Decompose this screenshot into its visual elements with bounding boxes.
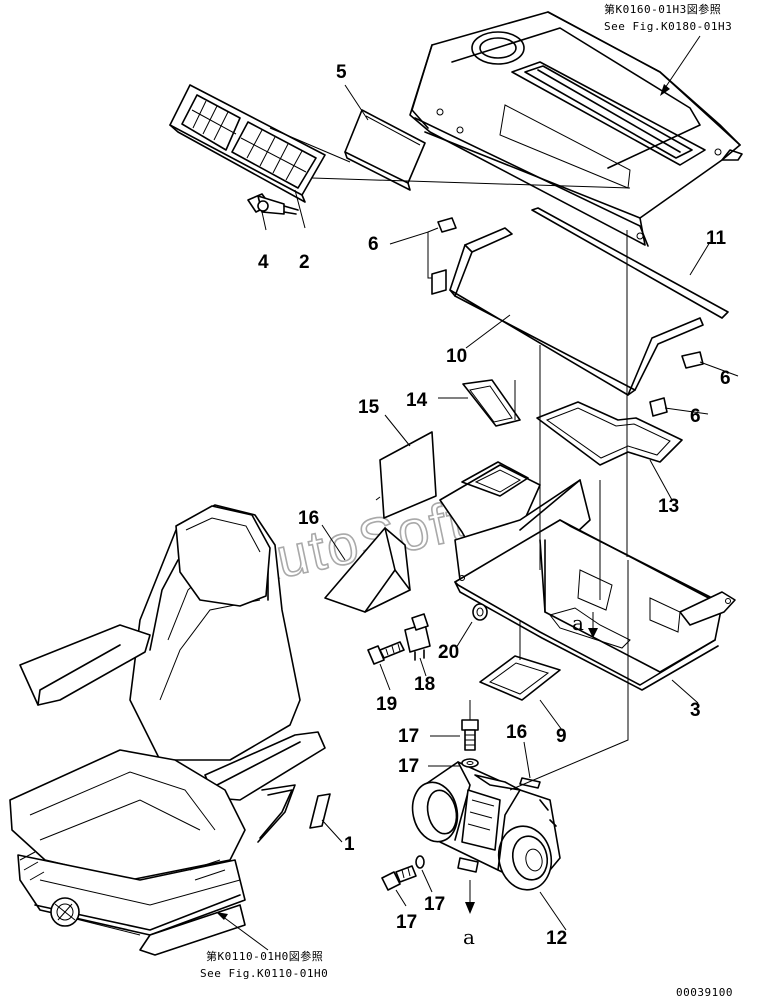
mount-tray [454,519,736,691]
callout-17-bottom: 17 [424,894,445,915]
foam-wedge [324,527,411,613]
relay-switch [404,613,431,661]
leader-lines [216,35,739,951]
shim-strip [309,793,331,829]
callout-10: 13 [658,496,679,517]
callout-2: 2 [299,252,310,273]
view-marker-a-blower: a [463,925,475,949]
blower-unit [411,761,561,891]
washer-17-top [461,758,479,768]
bolt-16-top [461,719,479,751]
callout-19: 19 [376,694,397,715]
callout-16-top: 17 [398,726,419,747]
callout-6-lower: 6 [690,406,701,427]
callout-3: 5 [336,62,347,83]
callout-17-top: 17 [398,756,419,777]
figure-number: 00039100 [676,986,733,999]
callout-13: 16 [298,508,319,529]
reference-bottom-en: See Fig.K0110-01H0 [200,967,328,980]
callout-1: 1 [344,834,355,855]
callout-12: 15 [358,397,380,418]
callout-9: 9 [556,726,567,747]
callout-4: 4 [258,252,269,273]
clip-15 [519,777,541,789]
view-marker-a-tray: a [572,611,584,635]
reference-top-en: See Fig.K0180-01H3 [604,20,732,33]
pads [431,217,704,417]
gasket-frame [449,227,704,396]
callout-6-left: 6 [368,234,379,255]
gasket-seal [536,401,683,466]
vent-grille [169,84,326,203]
cover-plate [462,379,521,427]
callout-16-bottom: 17 [396,912,417,933]
insulation-sheet [375,431,437,519]
air-duct [439,461,591,586]
reference-top-jp: 第K0160-01H3図参照 [604,2,721,16]
duct-gasket [479,655,561,701]
seal-strip [531,207,729,319]
filter-pad [344,109,426,191]
callout-20: 20 [438,642,459,663]
bolt-19 [367,641,405,665]
callout-14: 12 [546,928,567,949]
wing-bolt [247,193,299,215]
callout-7: 10 [446,346,467,367]
callout-6-right: 6 [720,368,731,389]
callouts: 5 4 2 6 11 10 6 6 14 15 13 16 20 18 19 3… [258,62,731,949]
callout-11: 14 [406,390,428,411]
reference-bottom-jp: 第K0110-01H0図参照 [206,949,323,963]
operator-seat [9,504,326,956]
bolt-16-bottom [381,865,417,891]
washer-17-bottom [415,855,425,869]
callout-5: 3 [690,700,701,721]
callout-18: 18 [414,674,435,695]
grommet [472,603,488,621]
callout-15: 16 [506,722,527,743]
callout-8: 11 [706,228,727,249]
upper-cover-panel [409,11,743,247]
